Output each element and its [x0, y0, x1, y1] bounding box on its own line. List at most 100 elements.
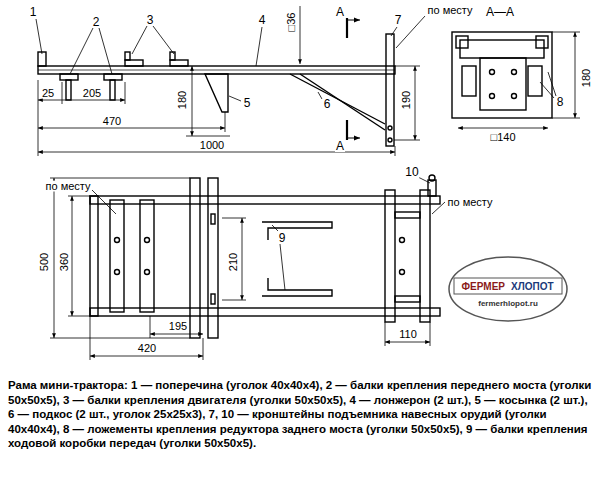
leader-line [280, 244, 285, 290]
figure-caption: Рама мини-трактора: 1 — поперечина (угол… [8, 378, 592, 451]
engine-beam [125, 52, 188, 66]
lift-bracket [386, 34, 394, 146]
dimension: 470 [102, 116, 122, 127]
dimension-line [415, 66, 416, 140]
front-axle-beam [60, 74, 122, 100]
callout-number: 8 [556, 96, 565, 108]
dimension-line [72, 196, 73, 316]
front-axle-beam [66, 80, 71, 100]
logo-oval [449, 257, 567, 321]
lift-bracket [428, 180, 436, 196]
callout-number: 6 [323, 98, 332, 110]
lift-bracket [388, 126, 392, 130]
section-view [452, 32, 552, 118]
dimension-line [242, 218, 243, 300]
leader-line [99, 28, 112, 74]
side-member [38, 66, 395, 74]
cross-member [38, 52, 46, 66]
gearbox-beam [262, 278, 332, 296]
dimension-line [186, 136, 230, 137]
section-arrow [347, 20, 360, 21]
dimension-line [50, 178, 190, 179]
dimension-line [192, 66, 193, 136]
cross-member [38, 52, 46, 66]
dimension-line [222, 218, 246, 219]
lift-bracket [385, 175, 436, 322]
dimension-line [395, 66, 420, 67]
front-axle-beam [110, 200, 154, 312]
front-axle-beam [140, 200, 154, 312]
dimension-line [458, 128, 548, 129]
section-view [456, 36, 468, 48]
leader-line [92, 190, 116, 214]
logo-badge: ФЕРМЕРХЛОПОТfermerhlopot.ru [448, 256, 568, 322]
section-title: А—А [485, 6, 515, 18]
callout-number: 9 [278, 232, 287, 244]
callout-number: 3 [146, 14, 155, 26]
dimension: 180 [581, 68, 592, 88]
dimension: 205 [82, 88, 102, 99]
lift-bracket [400, 270, 405, 275]
dimension-line [90, 316, 91, 360]
engine-beam [211, 214, 215, 224]
callout-number: 10 [404, 166, 419, 178]
side-member [38, 70, 395, 71]
side-member [38, 66, 395, 74]
section-mark [346, 18, 348, 38]
dimension: 1000 [199, 140, 225, 151]
front-axle-beam [110, 80, 115, 100]
front-axle-beam [104, 74, 122, 80]
section-view [480, 58, 526, 110]
cross-member [90, 196, 98, 316]
dimension: 110 [398, 329, 418, 340]
dimension-line [575, 32, 576, 118]
engine-beam [170, 60, 188, 66]
dimension-line [50, 338, 190, 339]
logo-word: ХЛОПОТ [511, 282, 554, 292]
dimension-line [395, 146, 396, 156]
leader-line [132, 26, 147, 54]
note: по месту [427, 5, 474, 16]
callout-number: 4 [258, 14, 267, 26]
front-axle-beam [145, 238, 150, 243]
leader-line [229, 96, 241, 101]
leader-line [318, 92, 322, 99]
section-mark [346, 18, 348, 140]
section-arrow [347, 138, 360, 139]
lift-bracket [395, 296, 420, 302]
dimension-line [430, 322, 431, 346]
gearbox-beam [262, 222, 332, 240]
callout-number: 2 [92, 16, 101, 28]
dimension-line [552, 118, 580, 119]
logo-url: fermerhlopot.ru [478, 300, 538, 308]
engine-beam [208, 178, 218, 338]
engine-beam [190, 178, 200, 338]
dimension: 180 [177, 90, 188, 110]
section-view [490, 94, 495, 99]
dimension-line [385, 342, 430, 343]
section-view [490, 70, 495, 75]
dimension: 500 [39, 252, 50, 272]
section-letter: А [335, 140, 345, 152]
dimension: 190 [401, 90, 412, 110]
side-member [90, 196, 440, 316]
front-axle-beam [115, 270, 120, 275]
dimension-line [394, 140, 420, 141]
section-view [512, 94, 517, 99]
dimension: □36 [286, 12, 297, 33]
note: по месту [447, 197, 494, 208]
section-view [528, 66, 542, 96]
leader-line [70, 28, 93, 74]
dimension-line [38, 128, 225, 129]
logo-band [454, 278, 562, 294]
leader-line [391, 27, 397, 36]
gearbox-beam [262, 222, 332, 296]
section-view [452, 32, 552, 118]
dimension-line [125, 82, 126, 104]
dimension-line [150, 316, 151, 338]
dimension-line [68, 196, 90, 197]
section-mark [346, 120, 348, 140]
strut [300, 74, 385, 130]
front-axle-beam [115, 238, 120, 243]
front-axle-beam [110, 200, 124, 312]
